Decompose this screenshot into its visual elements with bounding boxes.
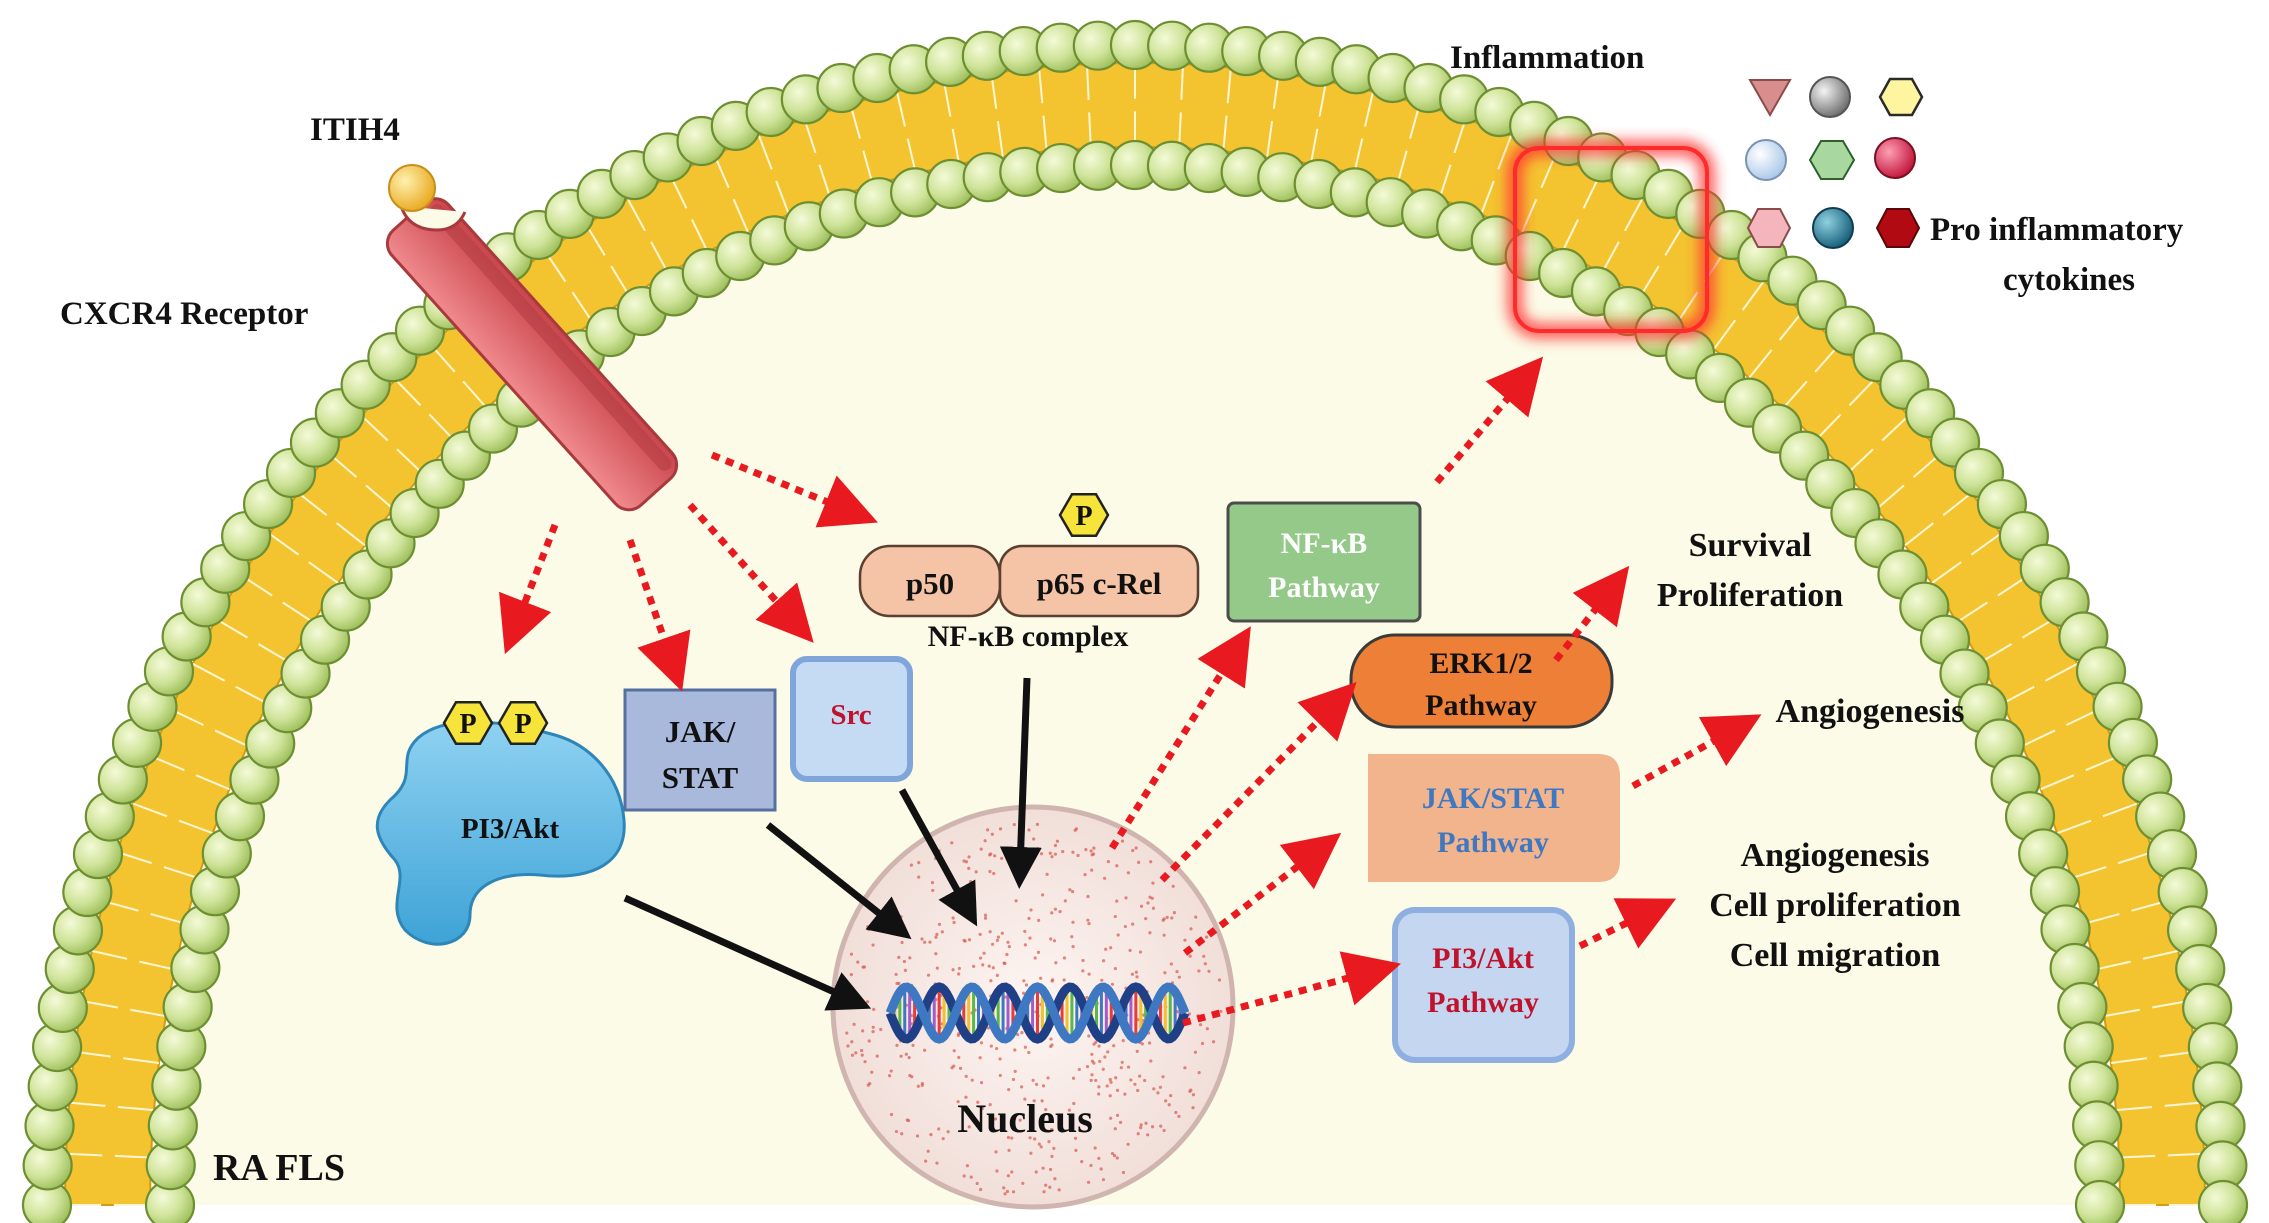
green-hexagon-icon — [1808, 140, 1856, 180]
triangle-icon — [1748, 79, 1792, 118]
cytokines-label-line2: cytokines — [2003, 262, 2135, 298]
inflammation-label: Inflammation — [1450, 40, 1644, 76]
pi3akt-pathway-box — [1392, 907, 1575, 1063]
nfkb-complex — [858, 544, 1200, 618]
cell-proliferation-label: Cell proliferation — [1709, 887, 1961, 924]
proliferation-label: Proliferation — [1657, 577, 1843, 614]
jak-label-line1: JAK/ — [665, 714, 736, 749]
pi3k-akt-kinase — [375, 720, 626, 946]
angiogenesis-label-2: Angiogenesis — [1741, 837, 1930, 874]
p50-label: p50 — [906, 566, 954, 601]
yellow-hexagon-icon — [1878, 77, 1924, 117]
erk-pathway-box — [1349, 633, 1614, 729]
inflammation-highlight — [1508, 141, 1714, 338]
dna-helix-icon — [885, 982, 1190, 1044]
src-kinase — [790, 656, 913, 782]
pi3k-label: PI3/Akt — [461, 813, 560, 845]
cytokine-legend — [1745, 76, 1924, 249]
phosphate-label: P — [514, 709, 531, 740]
cell-type-label: RA FLS — [213, 1147, 345, 1189]
jak-stat-kinase — [623, 688, 777, 812]
itih4-label: ITIH4 — [310, 112, 400, 148]
nucleus-label: Nucleus — [957, 1096, 1093, 1141]
black-translocation-arrows — [623, 677, 1042, 1011]
nfkb-pathway-line1: NF-κB — [1281, 527, 1368, 560]
phosphate-hexagon-icon: P — [442, 700, 494, 746]
erk-pathway-line2: Pathway — [1425, 689, 1537, 722]
phosphate-groups: P P P — [442, 492, 1110, 746]
phosphate-hexagon-icon: P — [1058, 492, 1110, 538]
itih4-ligand-icon — [388, 164, 436, 212]
src-label: Src — [830, 699, 871, 731]
cytokines-label-line1: Pro inflammatory — [1930, 212, 2184, 248]
erk-pathway-line1: ERK1/2 — [1429, 647, 1532, 680]
nfkb-complex-caption: NF-κB complex — [928, 620, 1129, 653]
phosphate-label: P — [1075, 501, 1092, 532]
gray-sphere-icon — [1809, 76, 1851, 118]
dark-red-hexagon-icon — [1875, 208, 1921, 248]
cxcr4-label: CXCR4 Receptor — [60, 296, 308, 332]
p65-label: p65 c-Rel — [1037, 566, 1162, 601]
jakstat-pathway-box — [1368, 754, 1620, 882]
phosphate-hexagon-icon: P — [497, 700, 549, 746]
light-blue-sphere-icon — [1745, 139, 1787, 181]
teal-sphere-icon — [1812, 207, 1854, 249]
red-sphere-icon — [1874, 137, 1916, 179]
pi3akt-pathway-line1: PI3/Akt — [1432, 942, 1534, 975]
jakstat-pathway-line1: JAK/STAT — [1422, 782, 1564, 815]
nucleus — [830, 804, 1236, 1210]
jak-label-line2: STAT — [662, 760, 739, 795]
red-activation-arrows — [499, 356, 1762, 1027]
jakstat-pathway-line2: Pathway — [1437, 826, 1549, 859]
nfkb-pathway-line2: Pathway — [1268, 571, 1380, 604]
cell-membrane — [21, 19, 2249, 1223]
pi3akt-pathway-line2: Pathway — [1427, 986, 1539, 1019]
nfkb-pathway-box — [1226, 501, 1422, 623]
phosphate-label: P — [459, 709, 476, 740]
cell-migration-label: Cell migration — [1730, 937, 1941, 974]
pink-hexagon-icon — [1746, 208, 1792, 248]
angiogenesis-label-1: Angiogenesis — [1776, 693, 1965, 730]
survival-label: Survival — [1689, 527, 1812, 564]
cxcr4-receptor — [385, 197, 679, 512]
